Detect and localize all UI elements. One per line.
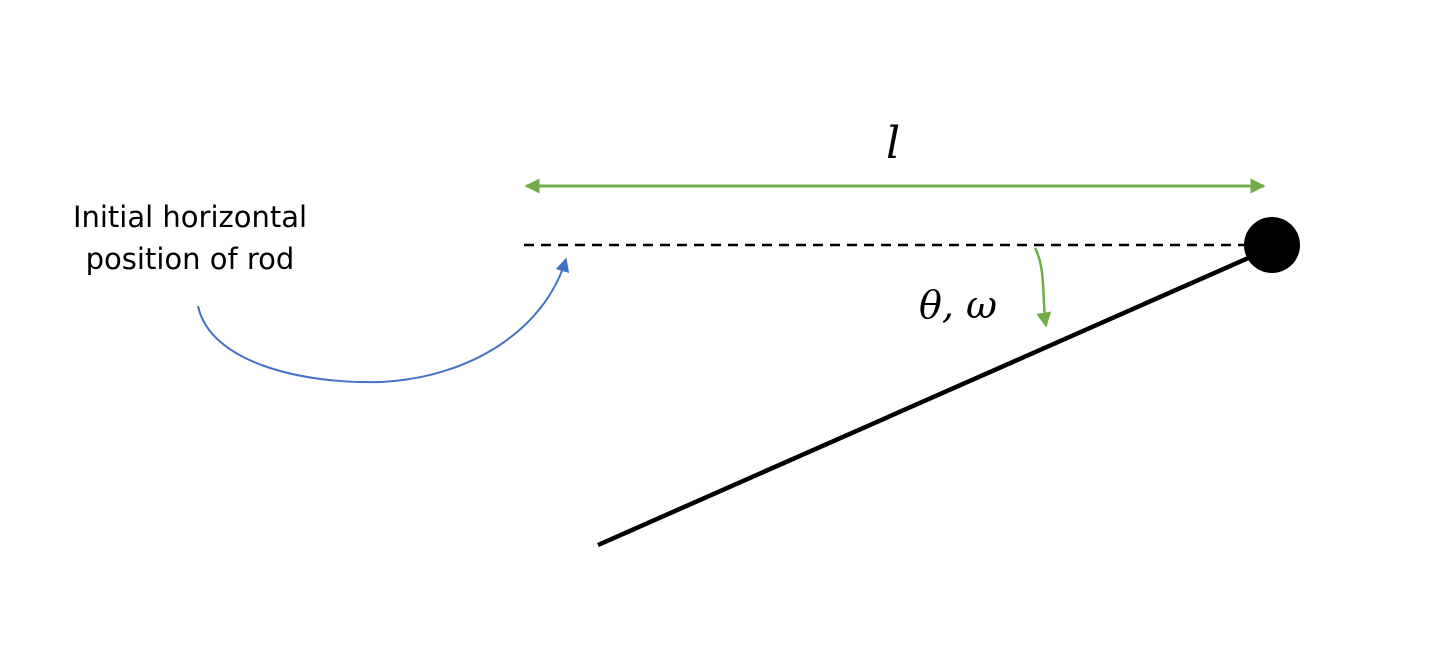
rod (597, 249, 1263, 548)
angle-arrow (1033, 247, 1052, 328)
annotation-line-1: Initial horizontal (72, 200, 308, 234)
annotation-line-2: position of rod (85, 242, 295, 277)
pointer-arrow (197, 257, 570, 384)
length-label: l (886, 118, 900, 169)
angle-label: θ, ω (919, 283, 997, 327)
initial-position-annotation: Initial horizontal position of rod (30, 196, 350, 280)
pivot-mass (1244, 217, 1300, 273)
